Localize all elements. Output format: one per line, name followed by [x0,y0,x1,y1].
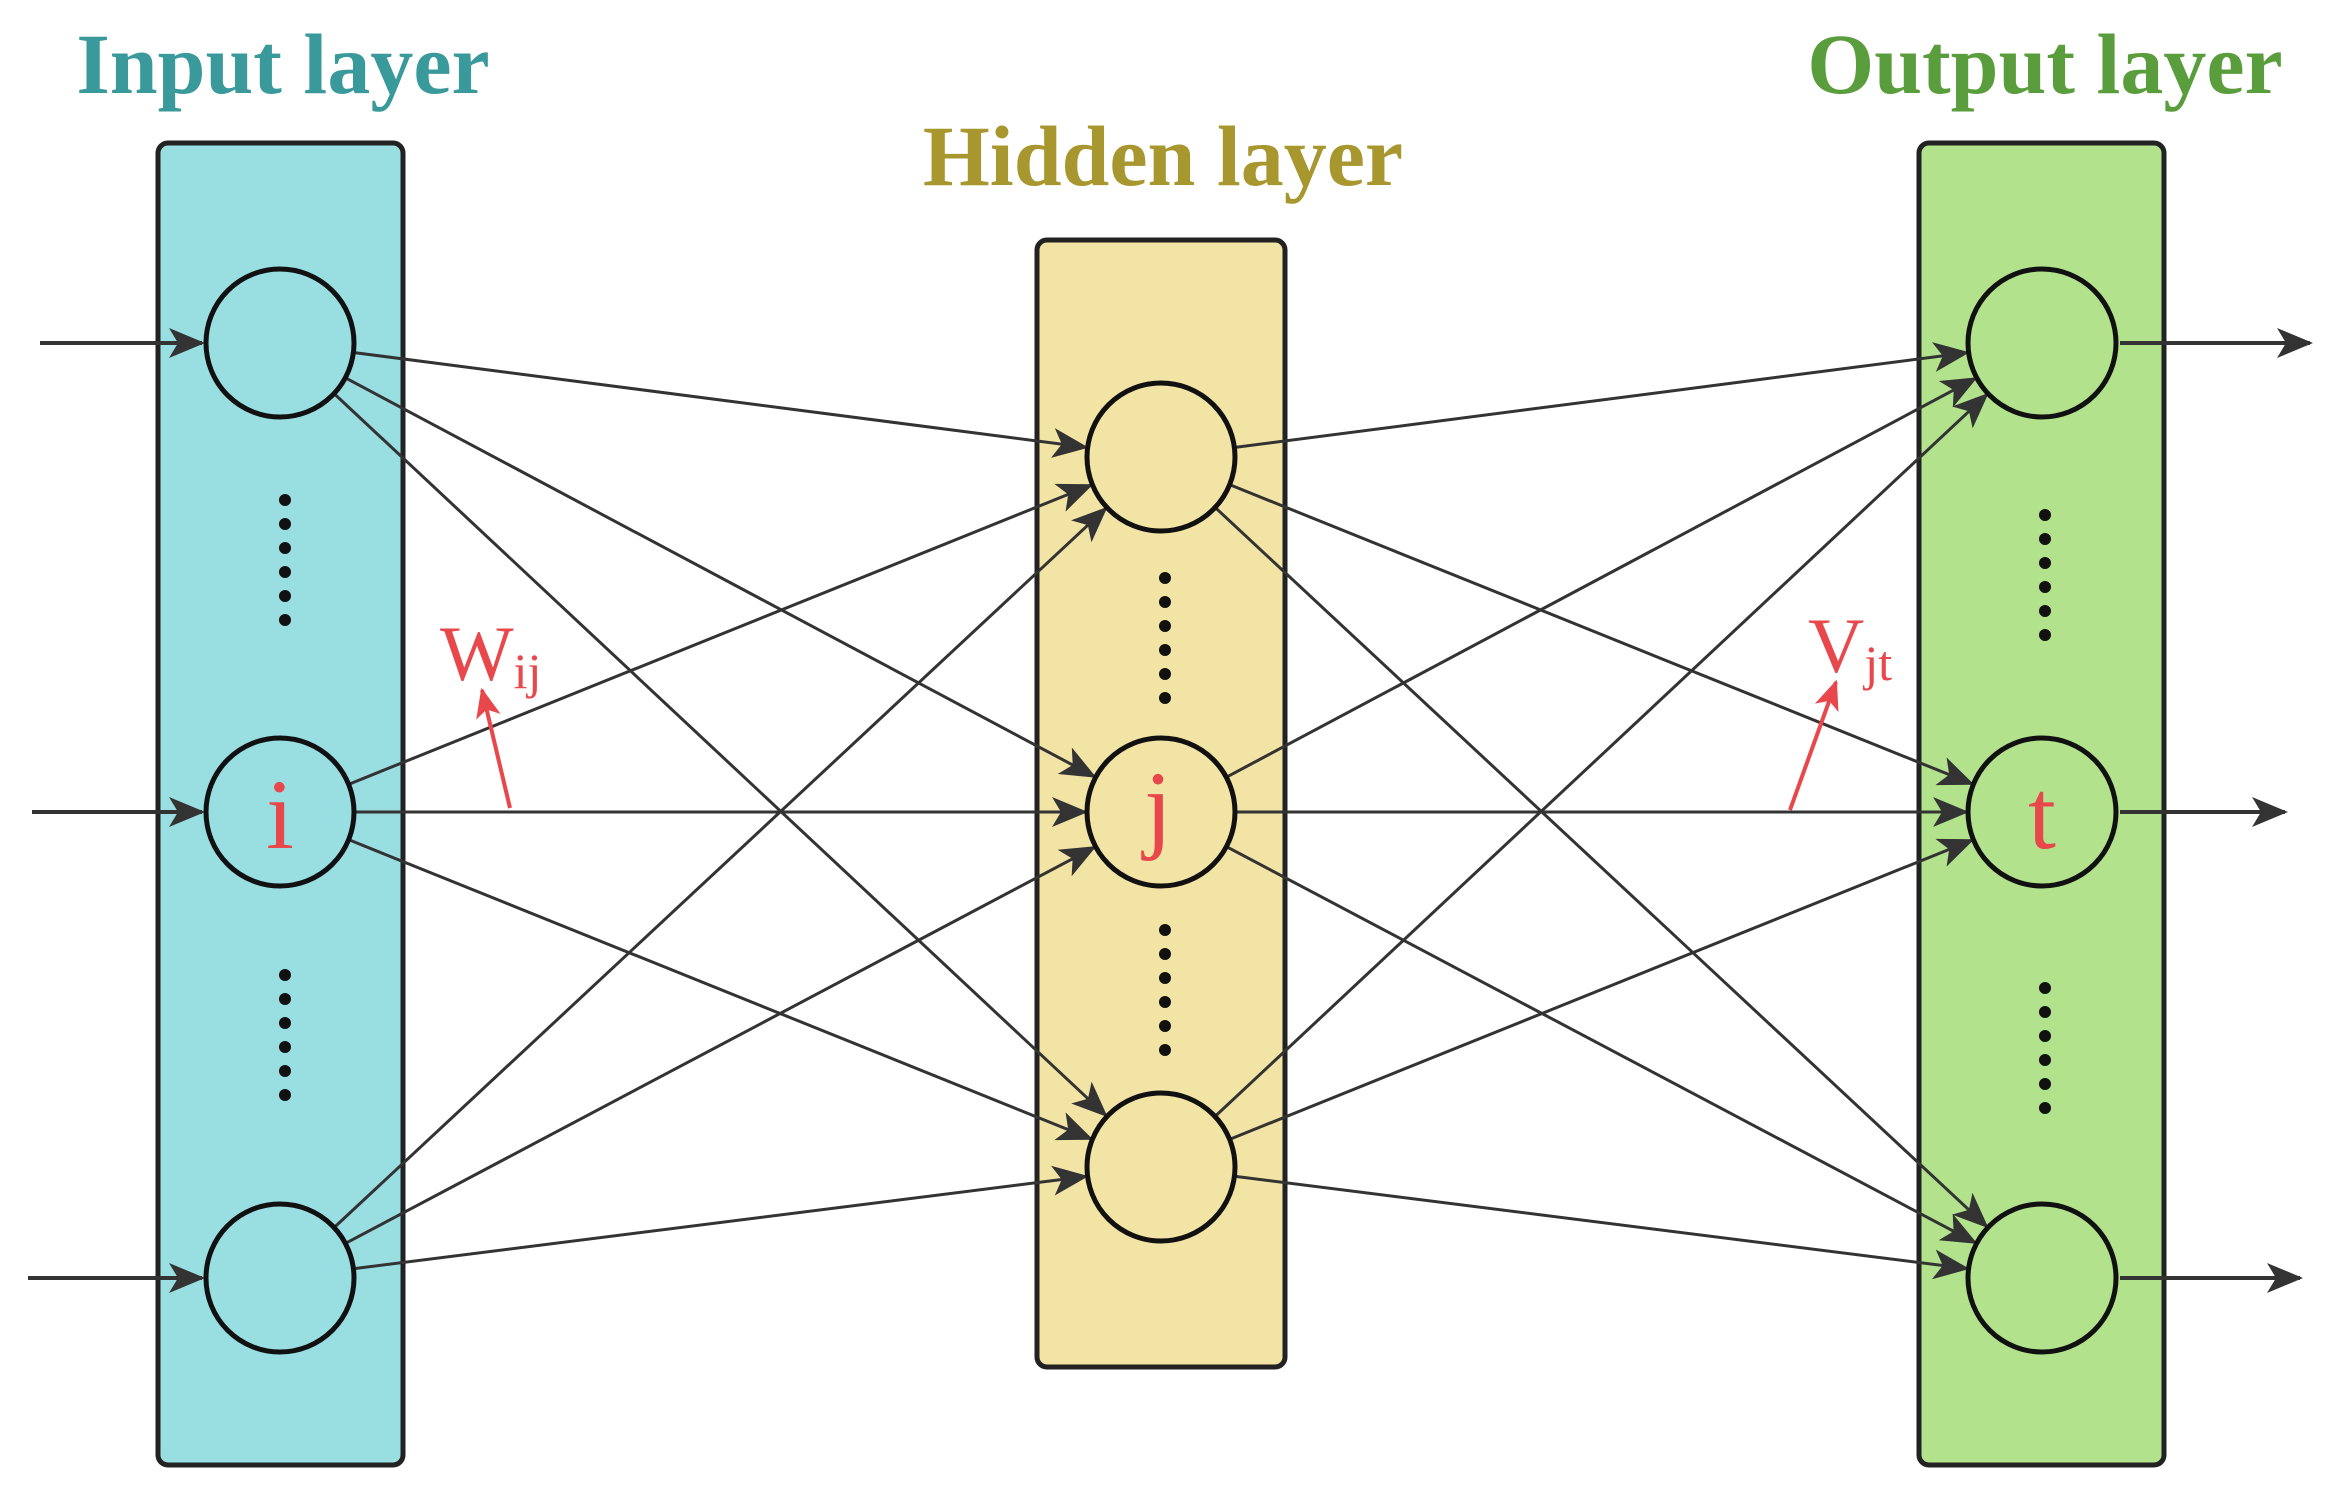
edge-hidden-1-output-0 [1216,377,1978,784]
output-dots-lower [2039,982,2051,1114]
hidden-dots-upper [1159,572,1171,704]
edge-hidden-2-output-2 [1224,1173,1970,1280]
weight-wij-sub: ij [514,643,542,699]
edge-input-0-hidden-2 [325,385,1108,1118]
ellipsis-dot [279,1065,291,1077]
ellipsis-dot [1159,1020,1171,1032]
hidden-node-j [1084,735,1238,889]
ellipsis-dot [279,969,291,981]
hidden-node-bottom [1084,1090,1238,1244]
ellipsis-dot [279,1017,291,1029]
weight-vjt-sub: jt [1862,635,1892,691]
ellipsis-dot [1159,948,1171,960]
ellipsis-dot [279,494,291,506]
ellipsis-dot [2039,509,2051,521]
ellipsis-dot [279,1041,291,1053]
ellipsis-dot [2039,533,2051,545]
ellipsis-dot [2039,1030,2051,1042]
weight-vjt-pointer [1788,679,1839,811]
edge-input-2-hidden-2 [343,1165,1089,1272]
output-node-t [1965,735,2119,889]
ellipsis-dot [1159,692,1171,704]
weight-vjt-main: V [1808,602,1864,689]
edge-hidden-0-output-0 [1224,342,1970,451]
ellipsis-dot [1159,572,1171,584]
ellipsis-dot [279,566,291,578]
ellipsis-dot [2039,605,2051,617]
ellipsis-dot [1159,996,1171,1008]
input-node-label: i [266,759,294,870]
edge-input-0-hidden-1 [335,371,1097,778]
ellipsis-dot [2039,581,2051,593]
input-node-bottom [203,1201,357,1355]
ellipsis-dot [279,590,291,602]
ellipsis-dot [2039,1054,2051,1066]
ellipsis-dot [1159,620,1171,632]
edge-input-2-hidden-0 [325,506,1108,1236]
input-layer-title: Input layer [76,16,489,112]
ellipsis-dot [2039,629,2051,641]
edge-input-2-hidden-1 [335,846,1097,1250]
ellipsis-dot [1159,924,1171,936]
ellipsis-dot [1159,972,1171,984]
edge-input-1-hidden-2 [338,834,1094,1141]
output-node-top [1965,266,2119,420]
input-dots-upper [279,494,291,626]
ellipsis-dot [2039,1078,2051,1090]
edge-hidden-2-output-1 [1219,838,1975,1145]
output-layer-title: Output layer [1807,16,2282,112]
hidden-layer-title: Hidden layer [923,108,1403,204]
hidden-node-top [1084,380,1238,534]
ellipsis-dot [2039,1102,2051,1114]
output-node-label: t [2028,759,2056,870]
weight-wij-main: W [440,610,514,697]
input-dots-lower [279,969,291,1101]
ellipsis-dot [279,1089,291,1101]
edge-hidden-0-output-1 [1219,479,1975,786]
ellipsis-dot [2039,557,2051,569]
ellipsis-dot [279,542,291,554]
ellipsis-dot [1159,596,1171,608]
edge-input-0-hidden-0 [343,349,1089,458]
weight-wij-pointer [476,687,512,809]
edge-hidden-2-output-0 [1206,392,1989,1125]
weight-wij-label: Wij [440,610,541,699]
ellipsis-dot [1159,644,1171,656]
ellipsis-dot [279,614,291,626]
ellipsis-dot [279,993,291,1005]
ellipsis-dot [1159,668,1171,680]
ellipsis-dots [279,494,2051,1114]
ellipsis-dot [1159,1044,1171,1056]
input-node-top [203,266,357,420]
ellipsis-dot [279,518,291,530]
ellipsis-dot [2039,982,2051,994]
input-node-i [203,735,357,889]
hidden-node-label: j [1141,751,1172,862]
output-node-bottom [1965,1201,2119,1355]
input-hidden-connections [325,349,1108,1272]
edge-input-1-hidden-0 [338,483,1094,790]
output-dots-upper [2039,509,2051,641]
weight-vjt-label: Vjt [1808,602,1892,691]
hidden-dots-lower [1159,924,1171,1056]
hidden-output-connections [1206,342,1989,1280]
ellipsis-dot [2039,1006,2051,1018]
edge-hidden-1-output-2 [1216,840,1978,1244]
edge-hidden-0-output-2 [1206,499,1989,1229]
